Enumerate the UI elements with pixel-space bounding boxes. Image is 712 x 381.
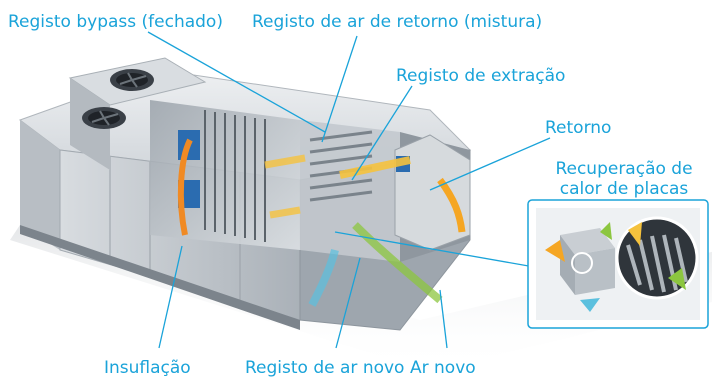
magnifier-circle-icon	[571, 216, 699, 300]
fan-icon	[82, 107, 126, 129]
heat-recovery-inset	[527, 199, 709, 329]
fresh-air-damper-label: Registo de ar novo	[245, 358, 405, 378]
return-label: Retorno	[545, 118, 612, 138]
leader-lines	[147, 31, 551, 349]
condenser-section	[68, 57, 207, 170]
fresh-air-label: Ar novo	[410, 358, 476, 378]
heat-exchanger-icon	[545, 222, 615, 312]
heat-recovery-title-line2: calor de placas	[559, 179, 689, 199]
heat-recovery-title-line1: Recuperação de	[555, 159, 693, 179]
fan-icon	[110, 69, 154, 91]
ground-shadow	[10, 210, 712, 372]
supply-label: Insuflação	[104, 358, 191, 378]
heat-recovery-title: Recuperação de calor de placas	[540, 159, 708, 199]
exhaust-damper-label: Registo de extração	[396, 66, 566, 86]
bypass-damper-label: Registo bypass (fechado)	[8, 12, 223, 32]
airflow	[177, 138, 466, 307]
return-air-damper-label: Registo de ar de retorno (mistura)	[252, 12, 543, 32]
